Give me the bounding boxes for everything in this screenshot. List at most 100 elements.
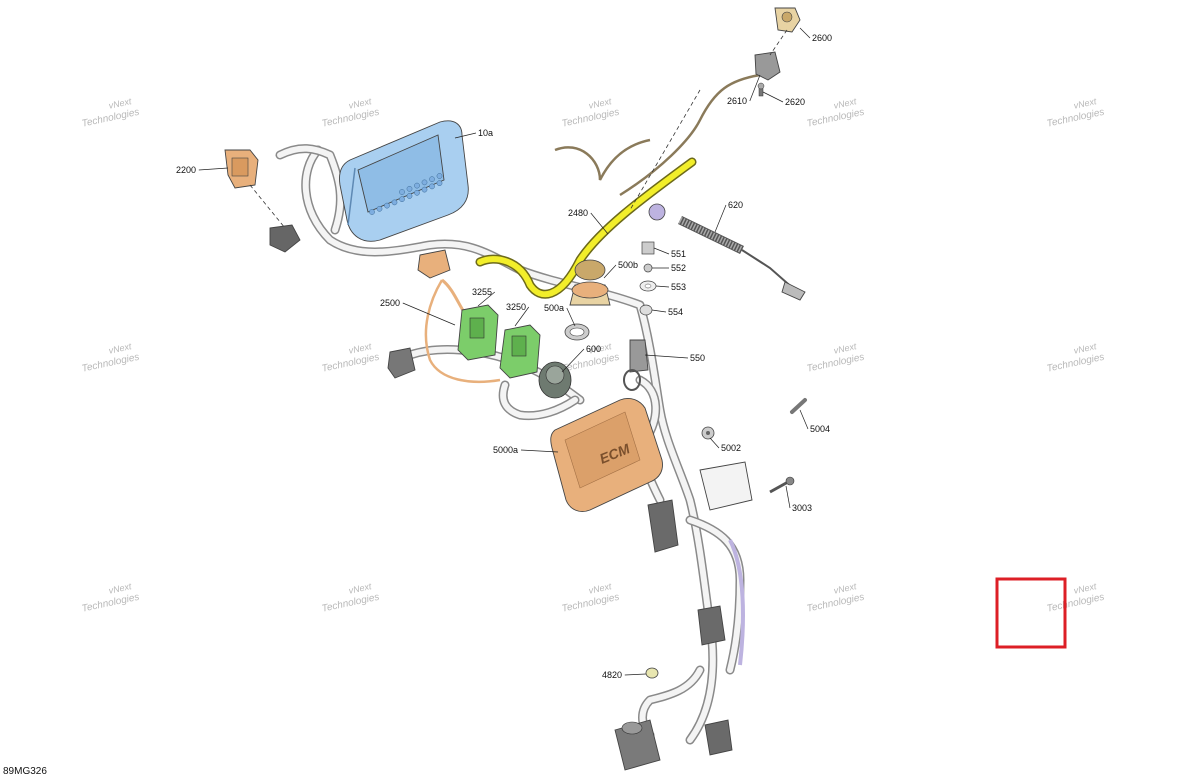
leader-line xyxy=(566,307,576,327)
nut-4820[interactable] xyxy=(645,667,659,679)
callout-label[interactable]: 2500 xyxy=(380,298,400,308)
indicator-light xyxy=(369,209,375,215)
indicator-light xyxy=(406,185,413,192)
callout-2200[interactable]: 2200 xyxy=(176,165,229,175)
callout-label[interactable]: 552 xyxy=(671,263,686,273)
callout-3250[interactable]: 3250 xyxy=(506,302,530,327)
screw-3003[interactable] xyxy=(769,476,795,494)
relay-3255[interactable] xyxy=(457,304,499,361)
callout-label[interactable]: 500b xyxy=(618,260,638,270)
dashline-2600 xyxy=(769,29,788,56)
leader-line xyxy=(714,204,727,233)
callout-label[interactable]: 3250 xyxy=(506,302,526,312)
callout-600[interactable]: 600 xyxy=(561,344,601,373)
callout-label[interactable]: 553 xyxy=(671,282,686,292)
nut-554[interactable] xyxy=(639,304,653,316)
indicator-light xyxy=(391,199,398,206)
callout-label[interactable]: 5000a xyxy=(493,445,518,455)
washer-552[interactable] xyxy=(643,263,653,273)
indicator-light xyxy=(421,186,428,193)
screw-2620[interactable] xyxy=(757,82,765,97)
callout-label[interactable]: 551 xyxy=(671,249,686,259)
callout-label[interactable]: 550 xyxy=(690,353,705,363)
callout-label[interactable]: 554 xyxy=(668,307,683,317)
callout-550[interactable]: 550 xyxy=(644,353,705,363)
cluster-indicator-lights xyxy=(369,173,443,215)
connector-lower-2 xyxy=(697,605,726,646)
yellow-hose-2480[interactable] xyxy=(477,159,695,298)
callout-2610[interactable]: 2610 xyxy=(727,74,761,106)
callout-5000a[interactable]: 5000a xyxy=(493,445,559,455)
callout-500a[interactable]: 500a xyxy=(544,303,576,327)
callout-label[interactable]: 5002 xyxy=(721,443,741,453)
callout-620[interactable]: 620 xyxy=(714,200,743,233)
dashline-2480 xyxy=(629,89,701,211)
pin-5004[interactable] xyxy=(790,398,807,414)
relay-3250[interactable] xyxy=(499,324,541,379)
callout-10a[interactable]: 10a xyxy=(454,128,493,139)
leader-line xyxy=(655,285,670,288)
indicator-light xyxy=(421,179,428,186)
callout-2500[interactable]: 2500 xyxy=(380,298,456,326)
bolt-551[interactable] xyxy=(641,241,655,255)
callout-3003[interactable]: 3003 xyxy=(785,485,812,513)
callout-label[interactable]: 620 xyxy=(728,200,743,210)
leader-line xyxy=(651,309,667,313)
callout-500b[interactable]: 500b xyxy=(603,260,638,279)
component-500b[interactable] xyxy=(569,259,611,306)
callout-label[interactable]: 2610 xyxy=(727,96,747,106)
callout-label[interactable]: 2620 xyxy=(785,97,805,107)
callout-2620[interactable]: 2620 xyxy=(762,91,805,107)
callout-label[interactable]: 4820 xyxy=(602,670,622,680)
washer-553[interactable] xyxy=(639,280,657,292)
indicator-light xyxy=(384,202,390,209)
callout-label[interactable]: 3003 xyxy=(792,503,812,513)
callout-label[interactable]: 2600 xyxy=(812,33,832,43)
callout-2480[interactable]: 2480 xyxy=(568,208,609,235)
callout-label[interactable]: 600 xyxy=(586,344,601,354)
callout-label[interactable]: 3255 xyxy=(472,287,492,297)
callout-4820[interactable]: 4820 xyxy=(602,670,647,680)
watermark-line1: vNext xyxy=(108,581,133,596)
spring-620[interactable] xyxy=(648,203,806,301)
callout-554[interactable]: 554 xyxy=(651,307,683,317)
callout-5004[interactable]: 5004 xyxy=(799,409,830,434)
leader-line xyxy=(590,212,609,235)
connector-550[interactable] xyxy=(623,339,649,391)
watermark-line1: vNext xyxy=(108,96,133,111)
ring-500a[interactable] xyxy=(564,323,590,341)
bracket-2610[interactable] xyxy=(754,51,781,81)
callout-2600[interactable]: 2600 xyxy=(799,27,832,43)
cable-loop xyxy=(554,138,651,181)
ecm-5000a[interactable]: ECM xyxy=(550,397,663,512)
leader-line xyxy=(561,348,585,373)
leader-line xyxy=(762,91,784,103)
nut-5002[interactable] xyxy=(701,426,715,440)
callout-3255[interactable]: 3255 xyxy=(472,287,496,307)
callout-label[interactable]: 500a xyxy=(544,303,564,313)
instrument-cluster-10a[interactable] xyxy=(339,120,469,242)
callout-label[interactable]: 2200 xyxy=(176,165,196,175)
callout-551[interactable]: 551 xyxy=(653,247,686,259)
sensor-2600[interactable] xyxy=(774,7,801,33)
indicator-light xyxy=(436,180,443,187)
connector-2200[interactable] xyxy=(224,149,259,189)
callout-label[interactable]: 10a xyxy=(478,128,493,138)
callout-552[interactable]: 552 xyxy=(652,263,686,273)
callout-label[interactable]: 2480 xyxy=(568,208,588,218)
starter-solenoid xyxy=(614,719,661,771)
callout-5002[interactable]: 5002 xyxy=(709,437,741,453)
watermark-line1: vNext xyxy=(348,341,373,356)
connector-2500[interactable] xyxy=(387,249,451,379)
highlight-box[interactable] xyxy=(995,577,1067,649)
callout-553[interactable]: 553 xyxy=(655,282,686,292)
dashline-2200 xyxy=(249,184,286,229)
callout-label[interactable]: 5004 xyxy=(810,424,830,434)
